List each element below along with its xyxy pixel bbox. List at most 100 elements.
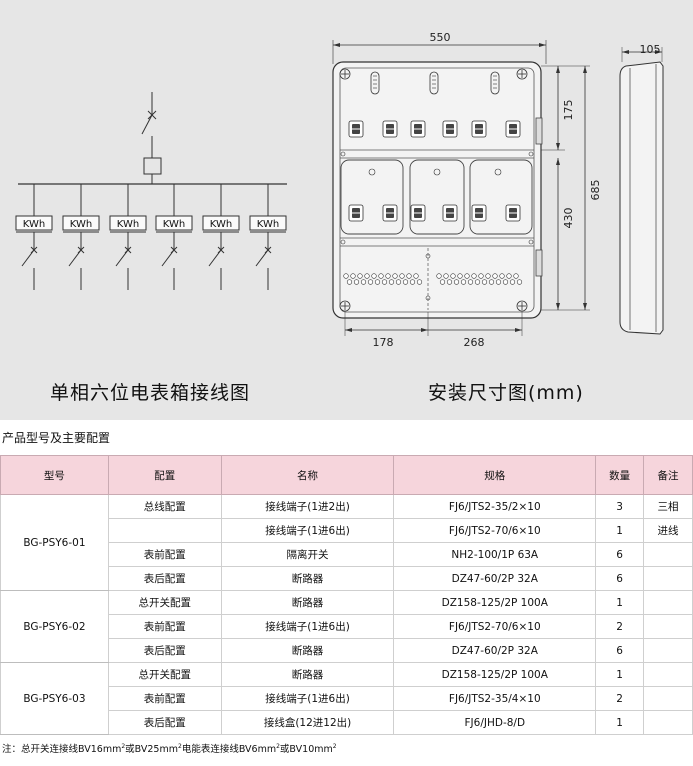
terminal-screw-icon bbox=[471, 273, 477, 279]
meter-label: KWh bbox=[70, 219, 92, 230]
terminal-screw-icon bbox=[357, 273, 363, 279]
cell-qty: 3 bbox=[595, 494, 645, 519]
cell-note bbox=[643, 590, 693, 615]
cell-qty: 1 bbox=[595, 590, 645, 615]
cell-qty: 6 bbox=[595, 638, 645, 663]
side-view-outline bbox=[619, 61, 664, 335]
terminal-screw-icon bbox=[513, 273, 519, 279]
dim-depth: 105 bbox=[640, 43, 661, 56]
header-note: 备注 bbox=[643, 455, 693, 495]
meter-branch: KWh bbox=[62, 184, 100, 290]
dim-width: 550 bbox=[430, 31, 451, 44]
header-spec: 规格 bbox=[393, 455, 597, 495]
terminal-screw-icon bbox=[392, 273, 398, 279]
cell-config bbox=[107, 518, 222, 543]
terminal-icon bbox=[490, 71, 500, 95]
section-title: 产品型号及主要配置 bbox=[2, 431, 111, 445]
meter-label: KWh bbox=[163, 219, 185, 230]
meter-label: KWh bbox=[117, 219, 139, 230]
terminal-screw-icon bbox=[364, 273, 370, 279]
cell-qty: 6 bbox=[595, 542, 645, 567]
terminal-screw-icon bbox=[464, 273, 470, 279]
cell-name: 断路器 bbox=[220, 566, 395, 591]
meter-box-icon bbox=[143, 157, 162, 175]
terminal-icon bbox=[429, 71, 439, 95]
cell-spec: DZ158-125/2P 100A bbox=[393, 590, 597, 615]
cell-note bbox=[643, 662, 693, 687]
cell-note: 进线 bbox=[643, 518, 693, 543]
dim-total-height: 685 bbox=[589, 180, 602, 201]
cell-config: 总开关配置 bbox=[107, 590, 222, 615]
cell-qty: 1 bbox=[595, 662, 645, 687]
cell-config: 表后配置 bbox=[107, 638, 222, 663]
terminal-screw-icon bbox=[343, 273, 349, 279]
cell-name: 断路器 bbox=[220, 590, 395, 615]
dim-lower-height: 430 bbox=[562, 208, 575, 229]
cell-name: 接线端子(1进6出) bbox=[220, 518, 395, 543]
cell-name: 接线盒(12进12出) bbox=[220, 710, 395, 735]
meter-branch: KWh bbox=[202, 184, 240, 290]
terminal-screw-icon bbox=[378, 273, 384, 279]
meter-branch: KWh bbox=[109, 184, 147, 290]
screw-icon bbox=[339, 68, 351, 80]
cell-config: 表前配置 bbox=[107, 686, 222, 711]
cell-note bbox=[643, 566, 693, 591]
header-config: 配置 bbox=[107, 455, 222, 495]
terminal-screw-icon bbox=[450, 273, 456, 279]
terminal-screw-icon bbox=[399, 273, 405, 279]
cell-spec: FJ6/JHD-8/D bbox=[393, 710, 597, 735]
footnote: 注：总开关连接线BV16mm2或BV25mm2电能表连接线BV6mm2或BV10… bbox=[2, 742, 337, 755]
cell-note bbox=[643, 638, 693, 663]
meter-label: KWh bbox=[23, 219, 45, 230]
cell-model: BG-PSY6-02 bbox=[0, 590, 109, 663]
cell-name: 隔离开关 bbox=[220, 542, 395, 567]
cell-qty: 1 bbox=[595, 518, 645, 543]
cell-model: BG-PSY6-01 bbox=[0, 494, 109, 591]
screw-icon bbox=[516, 68, 528, 80]
screw-icon bbox=[516, 300, 528, 312]
drawing-panel: KWh KWh KWh KWh KWh KWh 550 bbox=[0, 0, 693, 420]
meter-label: KWh bbox=[257, 219, 279, 230]
meter-branch: KWh bbox=[15, 184, 53, 290]
terminal-screw-icon bbox=[478, 273, 484, 279]
cell-name: 断路器 bbox=[220, 662, 395, 687]
cell-spec: DZ47-60/2P 32A bbox=[393, 566, 597, 591]
header-model: 型号 bbox=[0, 455, 109, 495]
cell-config: 表前配置 bbox=[107, 614, 222, 639]
cell-name: 断路器 bbox=[220, 638, 395, 663]
cell-spec: NH2-100/1P 63A bbox=[393, 542, 597, 567]
screw-icon bbox=[339, 300, 351, 312]
terminal-screw-icon bbox=[413, 273, 419, 279]
cell-spec: FJ6/JTS2-35/2×10 bbox=[393, 494, 597, 519]
cell-note bbox=[643, 542, 693, 567]
cell-config: 表后配置 bbox=[107, 566, 222, 591]
terminal-screw-icon bbox=[406, 273, 412, 279]
cell-qty: 2 bbox=[595, 614, 645, 639]
terminal-screw-icon bbox=[506, 273, 512, 279]
cell-config: 总线配置 bbox=[107, 494, 222, 519]
terminal-screw-icon bbox=[436, 273, 442, 279]
cell-note bbox=[643, 710, 693, 735]
terminal-screw-icon bbox=[350, 273, 356, 279]
cell-qty: 1 bbox=[595, 710, 645, 735]
cell-spec: DZ158-125/2P 100A bbox=[393, 662, 597, 687]
dim-upper-height: 175 bbox=[562, 100, 575, 121]
dim-bottom-left: 178 bbox=[373, 336, 394, 349]
cell-spec: FJ6/JTS2-70/6×10 bbox=[393, 614, 597, 639]
cell-qty: 6 bbox=[595, 566, 645, 591]
header-qty: 数量 bbox=[595, 455, 645, 495]
table-header-row: 型号 配置 名称 规格 数量 备注 bbox=[0, 455, 693, 495]
terminal-icon bbox=[370, 71, 380, 95]
terminal-screw-icon bbox=[385, 273, 391, 279]
terminal-screw-icon bbox=[499, 273, 505, 279]
meter-branches: KWh KWh KWh KWh KWh KWh bbox=[15, 184, 287, 290]
cell-qty: 2 bbox=[595, 686, 645, 711]
cell-config: 表前配置 bbox=[107, 542, 222, 567]
meter-branch: KWh bbox=[249, 184, 287, 290]
